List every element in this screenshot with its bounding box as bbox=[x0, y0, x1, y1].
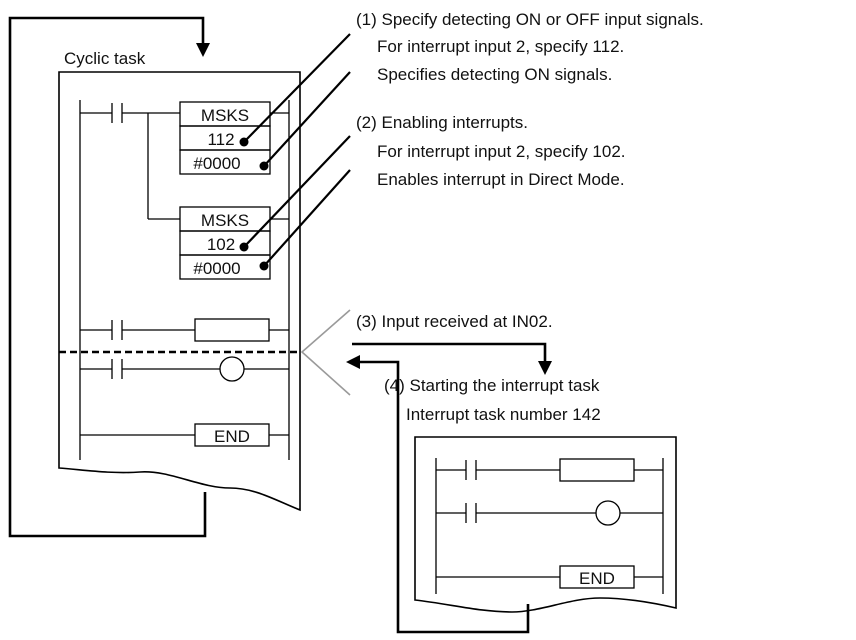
step4-line2: Interrupt task number 142 bbox=[406, 405, 601, 424]
msks1-operand-s: #0000 bbox=[193, 154, 240, 173]
rung-box-output bbox=[80, 318, 289, 342]
step1-title: (1) Specify detecting ON or OFF input si… bbox=[356, 10, 704, 29]
annotation-step1: (1) Specify detecting ON or OFF input si… bbox=[356, 10, 704, 84]
rung-msks bbox=[80, 103, 289, 220]
msks2-operand-n: 102 bbox=[207, 235, 235, 254]
step2-line2: For interrupt input 2, specify 102. bbox=[377, 142, 626, 161]
msks-instruction-1: MSKS 112 #0000 bbox=[179, 101, 271, 175]
msks1-mnemonic: MSKS bbox=[201, 106, 249, 125]
leaders-step2 bbox=[239, 135, 351, 271]
int-rung-coil-output bbox=[436, 500, 663, 526]
annotation-step4: (4) Starting the interrupt task Interrup… bbox=[384, 376, 601, 424]
interrupt-bracket bbox=[300, 309, 351, 396]
step2-line3: Enables interrupt in Direct Mode. bbox=[377, 170, 625, 189]
interrupt-start-arrow-line bbox=[352, 342, 547, 362]
step2-title: (2) Enabling interrupts. bbox=[356, 113, 528, 132]
annotation-step3: (3) Input received at IN02. bbox=[356, 312, 553, 331]
cyclic-task-sheet bbox=[58, 71, 301, 512]
msks2-mnemonic: MSKS bbox=[201, 211, 249, 230]
rung-coil-output bbox=[80, 356, 289, 382]
interrupt-return-arrowhead bbox=[346, 355, 360, 369]
step1-line3: Specifies detecting ON signals. bbox=[377, 65, 612, 84]
step4-title: (4) Starting the interrupt task bbox=[384, 376, 600, 395]
interrupt-end-label: END bbox=[579, 569, 615, 588]
cyclic-loop-arrowhead bbox=[196, 43, 210, 57]
msks-instruction-2: MSKS 102 #0000 bbox=[179, 206, 271, 280]
int-rung-box-output bbox=[436, 458, 663, 482]
cyclic-end-label: END bbox=[214, 427, 250, 446]
msks2-operand-s: #0000 bbox=[193, 259, 240, 278]
rung-end: END bbox=[80, 423, 289, 447]
annotation-step2: (2) Enabling interrupts. For interrupt i… bbox=[356, 113, 626, 189]
leaders-step1 bbox=[239, 33, 351, 171]
interrupt-return-line bbox=[358, 360, 530, 634]
step1-line2: For interrupt input 2, specify 112. bbox=[377, 37, 624, 56]
cyclic-task-label: Cyclic task bbox=[64, 49, 146, 68]
interrupt-start-arrowhead bbox=[538, 361, 552, 375]
msks1-operand-n: 112 bbox=[207, 130, 234, 149]
int-rung-end: END bbox=[436, 565, 663, 589]
cyclic-loop-line bbox=[8, 16, 207, 538]
interrupt-task-sheet bbox=[414, 436, 677, 613]
